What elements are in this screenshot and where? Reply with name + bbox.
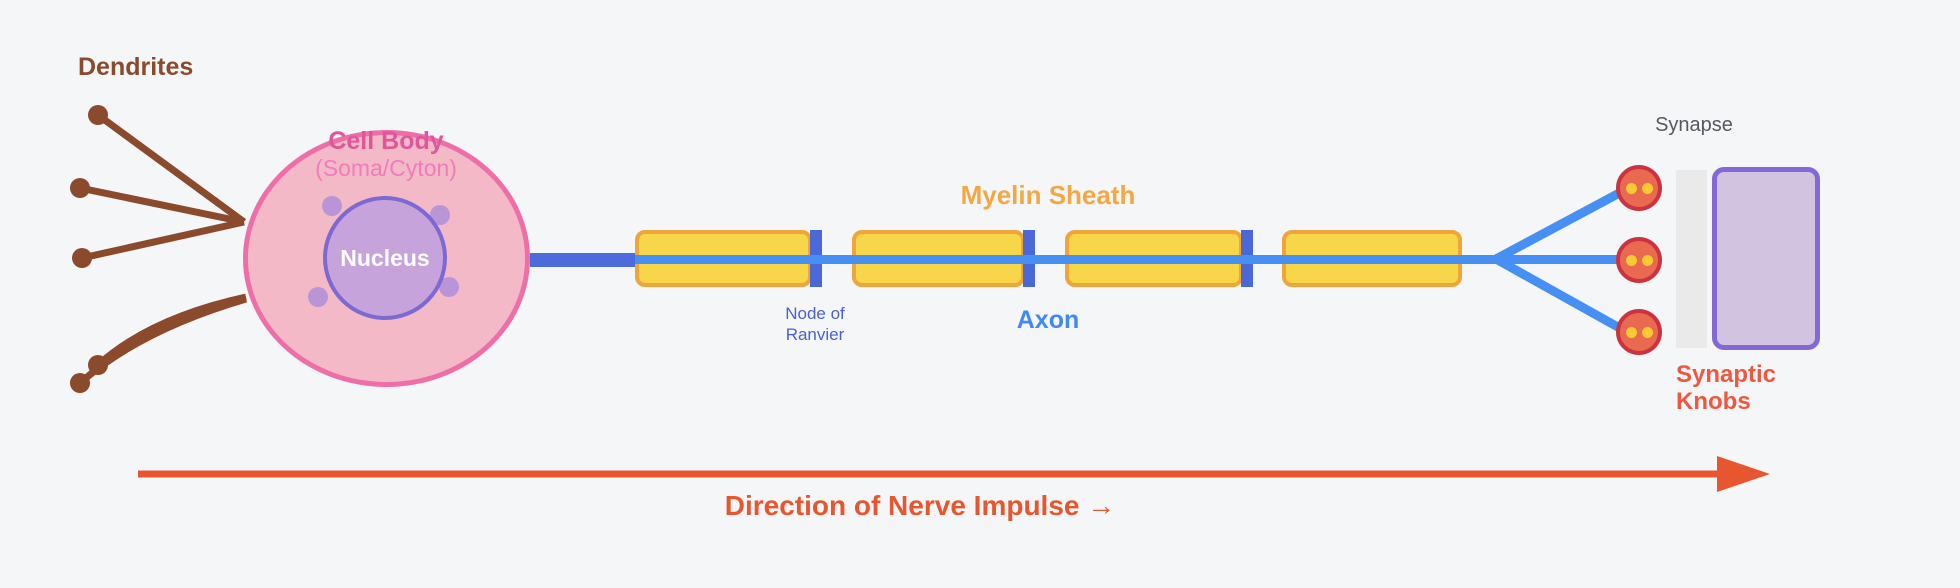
nissl-granule-2 <box>430 205 450 225</box>
nissl-granule-1 <box>322 196 342 216</box>
synaptic-knob-2 <box>1616 237 1662 283</box>
vesicle-dot <box>1641 326 1653 338</box>
dendrites-label: Dendrites <box>78 53 194 81</box>
dendrites-group <box>77 112 247 386</box>
nucleus-label: Nucleus <box>340 244 430 271</box>
postsynaptic-cell <box>1712 167 1820 350</box>
synaptic-knobs-label: Synaptic Knobs <box>1676 361 1777 415</box>
nissl-granule-3 <box>308 287 328 307</box>
soma-cyton-label: (Soma/Cyton) <box>315 155 457 181</box>
dendrite-tip-5 <box>70 373 90 393</box>
dendrite-line-3 <box>81 218 245 262</box>
myelin-sheath-label: Myelin Sheath <box>960 180 1136 210</box>
dendrite-tips-group <box>70 105 108 393</box>
nissl-granule-4 <box>439 277 459 297</box>
nucleus: Nucleus <box>323 196 447 320</box>
vesicle-dot <box>1625 182 1637 194</box>
synaptic-knob-3 <box>1616 309 1662 355</box>
dendrite-tip-2 <box>70 178 90 198</box>
vesicle-dot <box>1641 182 1653 194</box>
cell-body-label: Cell Body <box>328 127 444 155</box>
vesicle-dot <box>1625 254 1637 266</box>
synaptic-knob-1 <box>1616 165 1662 211</box>
dendrite-line-1 <box>95 112 247 225</box>
dendrite-tip-3 <box>72 248 92 268</box>
synaptic-cleft <box>1676 170 1707 348</box>
dendrite-line-2 <box>79 184 245 226</box>
impulse-arrow <box>138 456 1770 492</box>
axon-terminal-branches <box>1491 185 1630 336</box>
vesicle-dot <box>1625 326 1637 338</box>
axon-terminal-branch-top <box>1491 185 1630 264</box>
axon-label: Axon <box>1016 306 1080 334</box>
vesicle-dot <box>1641 254 1653 266</box>
axon-terminal-branch-bottom <box>1491 254 1630 336</box>
axon-hillock-bar <box>530 253 636 267</box>
axon-line <box>635 255 1618 264</box>
dendrite-tip-1 <box>88 105 108 125</box>
node-of-ranvier-label: Node of Ranvier <box>785 304 845 345</box>
impulse-arrowhead-icon <box>1717 456 1770 492</box>
synapse-label: Synapse <box>1655 114 1733 136</box>
dendrite-tip-4 <box>88 355 108 375</box>
direction-of-impulse-label: Direction of Nerve Impulse → <box>724 490 1116 521</box>
